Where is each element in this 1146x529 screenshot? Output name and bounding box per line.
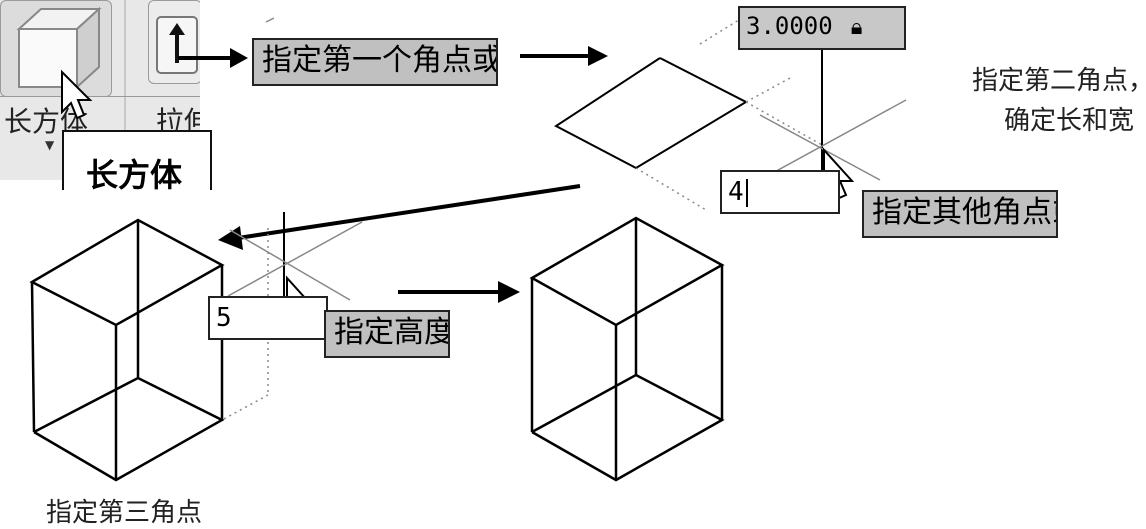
lock-icon[interactable]: 🔒︎	[850, 15, 863, 40]
box-wireframe-preview	[29, 218, 225, 482]
width-value: 4	[728, 177, 744, 207]
caption-third-corner: 指定第三角点	[46, 498, 203, 528]
length-input[interactable]: 3.0000 🔒︎	[738, 6, 906, 50]
box-tool-button[interactable]	[0, 0, 112, 97]
arrow-cursor-icon	[61, 69, 93, 120]
flow-arrow-1	[178, 48, 248, 68]
box-wireframe-result	[529, 216, 725, 482]
prompt-other-corner: 指定其他角点或	[862, 190, 1058, 238]
prompt-first-corner: 指定第一个角点或	[252, 38, 498, 86]
flow-arrow-2	[520, 46, 608, 66]
height-value: 5	[216, 303, 232, 333]
flow-arrow-4	[398, 281, 520, 303]
caption-second-corner-line1: 指定第二角点，	[972, 66, 1146, 96]
text-caret	[745, 178, 748, 207]
prompt-height: 指定高度	[324, 310, 450, 358]
chevron-down-icon[interactable]: ▼	[45, 138, 55, 152]
height-input[interactable]: 5	[208, 296, 328, 340]
width-input[interactable]: 4	[720, 170, 840, 214]
tooltip-box-tool: 长方体	[62, 130, 212, 194]
caption-second-corner-line2: 确定长和宽	[1004, 106, 1135, 136]
length-value: 3.0000	[746, 12, 833, 40]
flow-arrow-3	[218, 184, 581, 250]
ribbon-panel: 长方体 拉伸 ▼	[0, 0, 200, 180]
base-rectangle-preview	[265, 9, 823, 211]
ribbon-separator	[124, 0, 126, 180]
